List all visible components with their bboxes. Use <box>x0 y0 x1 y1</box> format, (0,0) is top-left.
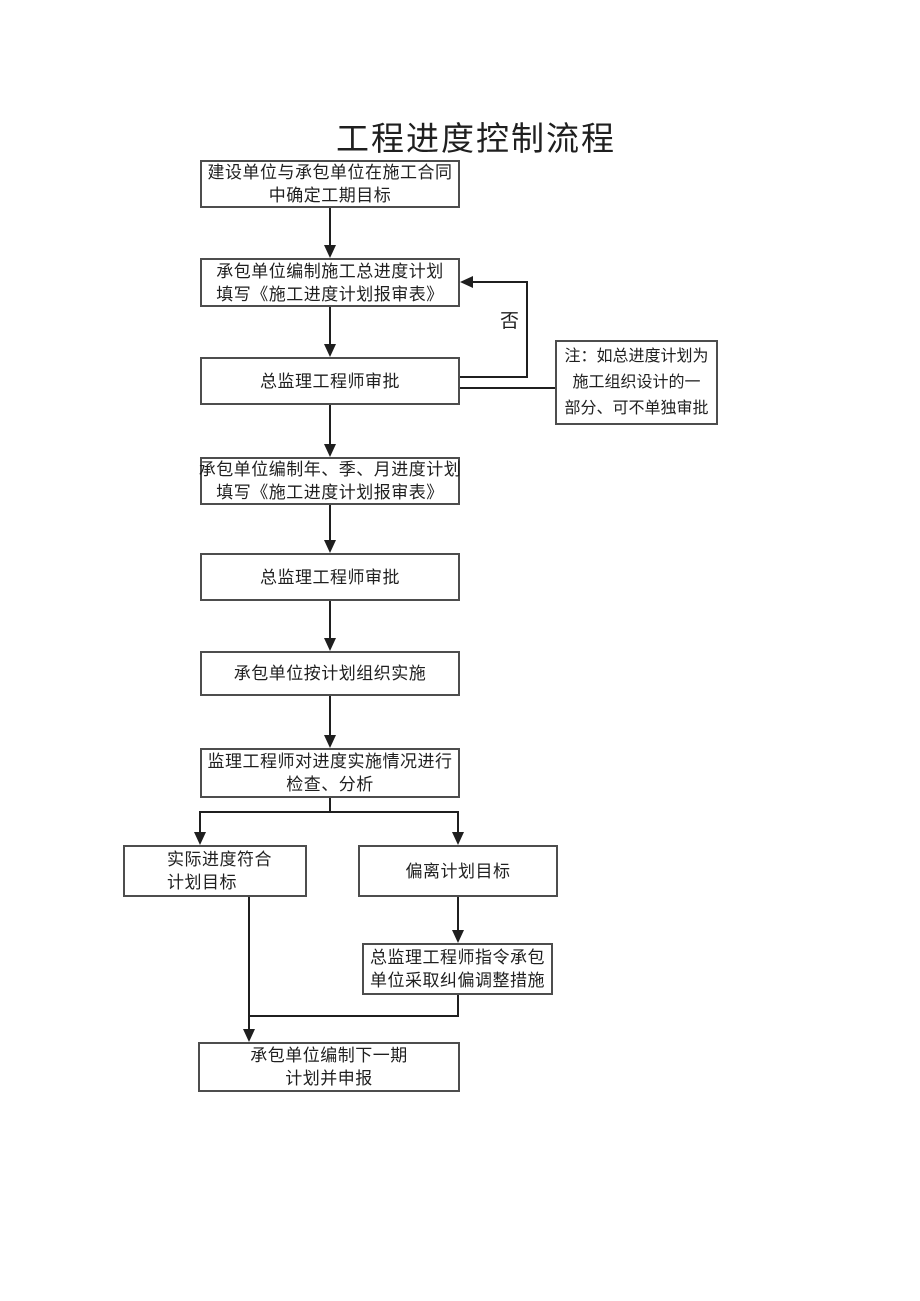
arrowhead-down-icon <box>324 444 336 457</box>
node-text-line: 计划目标 <box>167 873 237 892</box>
node-text-line: 承包单位按计划组织实施 <box>233 664 427 683</box>
arrowhead-down-icon <box>324 638 336 651</box>
node-text-line: 检查、分析 <box>286 775 374 794</box>
node-text-line: 填写《施工进度计划报审表》 <box>216 284 444 304</box>
note-text-line: 部分、可不单独审批 <box>564 399 709 417</box>
note-text-line: 注：如总进度计划为 <box>564 347 709 365</box>
join-horizontal <box>249 1015 459 1017</box>
node-implement-per-plan: 承包单位按计划组织实施 <box>200 651 460 696</box>
connector-9-10 <box>457 897 459 931</box>
node-text-line: 偏离计划目标 <box>405 861 511 881</box>
connector-6-7 <box>329 696 331 736</box>
node-text-line: 建设单位与承包单位在施工合同 <box>207 163 453 182</box>
arrowhead-left-icon <box>460 276 473 288</box>
node-actual-meets-plan: 实际进度符合 计划目标 <box>123 845 307 897</box>
node-text-line: 总监理工程师审批 <box>260 567 400 587</box>
no-loop-bottom <box>460 376 528 378</box>
arrowhead-down-icon <box>452 930 464 943</box>
branch-horizontal <box>199 811 459 813</box>
connector-1-2 <box>329 208 331 246</box>
note-text-line: 施工组织设计的一 <box>572 373 701 391</box>
branch-left-drop <box>199 811 201 833</box>
node-text-line: 单位采取纠偏调整措施 <box>370 971 545 990</box>
node-text-line: 中确定工期目标 <box>268 186 392 205</box>
node-text-line: 监理工程师对进度实施情况进行 <box>207 752 453 771</box>
node-text-line: 承包单位编制施工总进度计划 <box>216 261 444 281</box>
connector-2-3 <box>329 307 331 345</box>
no-loop-top <box>472 281 528 283</box>
node-corrective-measures: 总监理工程师指令承包 单位采取纠偏调整措施 <box>362 943 553 995</box>
arrowhead-down-icon <box>243 1029 255 1042</box>
page-title: 工程进度控制流程 <box>336 122 616 158</box>
no-loop-vertical <box>526 281 528 378</box>
arrowhead-down-icon <box>324 540 336 553</box>
node-text-line: 承包单位编制年、季、月进度计划 <box>198 460 462 479</box>
node-text-line: 实际进度符合 <box>167 850 272 869</box>
connector-5-6 <box>329 601 331 639</box>
node-supervisor-check-analyze: 监理工程师对进度实施情况进行 检查、分析 <box>200 748 460 798</box>
node-chief-engineer-approval-2: 总监理工程师审批 <box>200 553 460 601</box>
arrowhead-down-icon <box>324 735 336 748</box>
arrowhead-down-icon <box>324 344 336 357</box>
connector-4-5 <box>329 505 331 541</box>
branch-right-drop <box>457 811 459 833</box>
arrowhead-down-icon <box>452 832 464 845</box>
connector-8-11 <box>248 897 250 1031</box>
node-text-line: 填写《施工进度计划报审表》 <box>216 483 444 502</box>
arrowhead-down-icon <box>194 832 206 845</box>
branch-stub <box>329 798 331 813</box>
connector-10-join <box>457 995 459 1017</box>
node-text-line: 总监理工程师审批 <box>260 371 400 391</box>
node-define-schedule-target: 建设单位与承包单位在施工合同 中确定工期目标 <box>200 160 460 208</box>
node-prepare-master-schedule: 承包单位编制施工总进度计划 填写《施工进度计划报审表》 <box>200 258 460 307</box>
node-text-line: 总监理工程师指令承包 <box>370 948 545 967</box>
arrowhead-down-icon <box>324 245 336 258</box>
node-chief-engineer-approval-1: 总监理工程师审批 <box>200 357 460 405</box>
node-prepare-periodic-schedule: 承包单位编制年、季、月进度计划 填写《施工进度计划报审表》 <box>198 457 462 505</box>
node-text-line: 计划并申报 <box>285 1069 373 1088</box>
node-prepare-next-period-plan: 承包单位编制下一期 计划并申报 <box>198 1042 460 1092</box>
no-branch-label: 否 <box>500 311 521 332</box>
node-deviates-from-plan: 偏离计划目标 <box>358 845 558 897</box>
note-connector <box>460 387 555 389</box>
note-box: 注：如总进度计划为 施工组织设计的一 部分、可不单独审批 <box>555 340 718 425</box>
connector-3-4 <box>329 405 331 445</box>
node-text-line: 承包单位编制下一期 <box>250 1046 408 1065</box>
